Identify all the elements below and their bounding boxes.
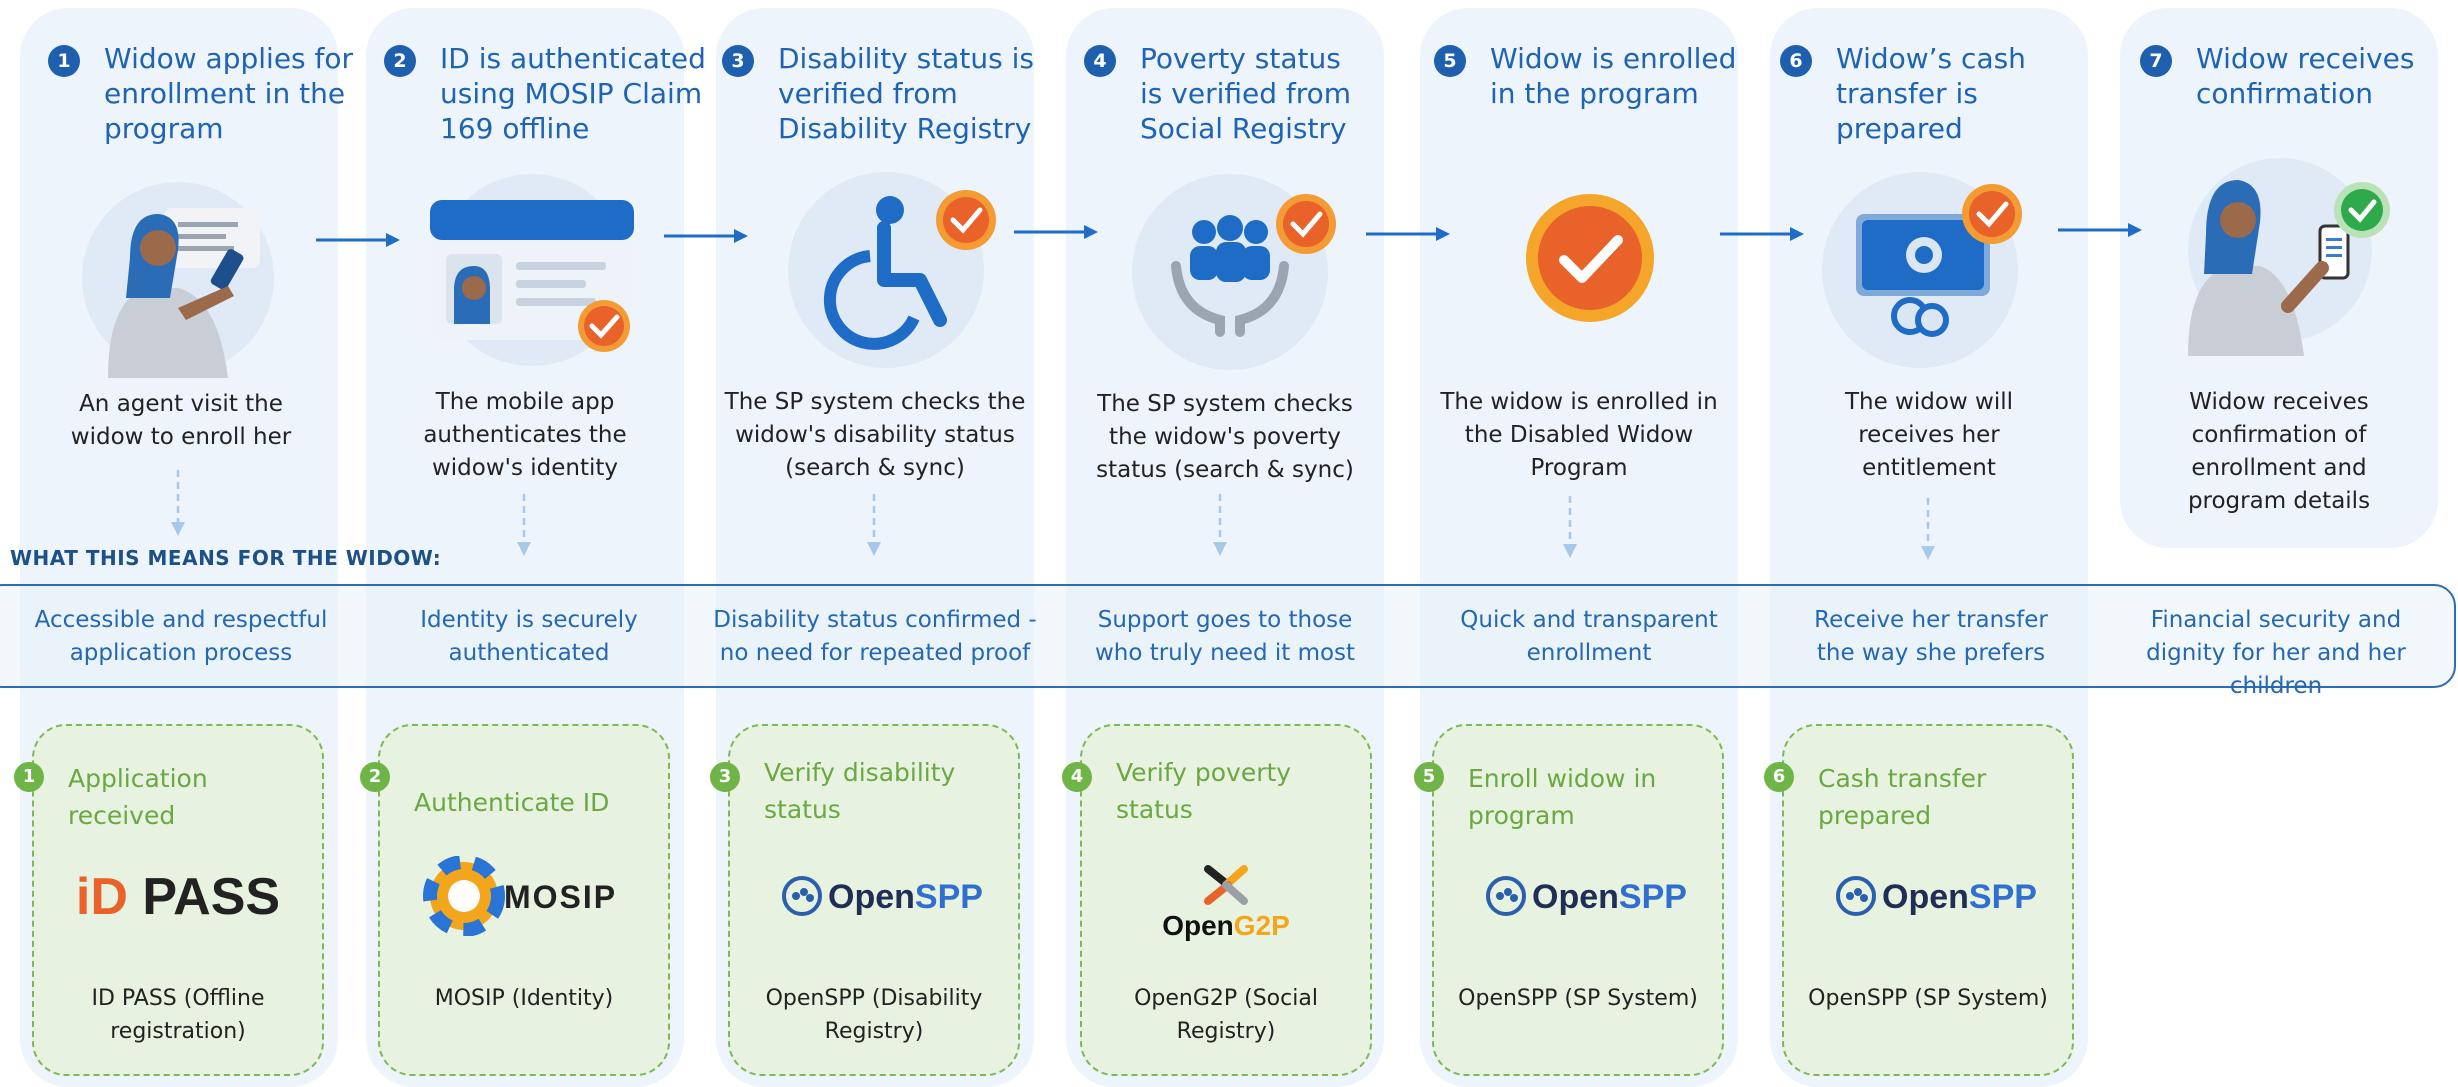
dashed-down-arrow xyxy=(867,494,881,556)
flow-arrow xyxy=(1366,227,1450,241)
idpass-logo: iD PASS xyxy=(76,868,280,926)
mosip-logo: MOSIP xyxy=(423,856,617,936)
system-number: 6 xyxy=(1764,762,1794,792)
step-description: An agent visit the widow to enroll her xyxy=(70,391,292,450)
step-description: The widow is enrolled in the Disabled Wi… xyxy=(1440,389,1718,481)
step-title: ID is authenticated using MOSIP Claim 16… xyxy=(440,42,706,145)
step-number: 2 xyxy=(384,45,416,77)
system-name: OpenG2P (Social Registry) xyxy=(1134,986,1318,1044)
step-description: The mobile app authenticates the widow's… xyxy=(423,389,627,481)
system-title: Application received xyxy=(68,764,208,830)
svg-text:MOSIP: MOSIP xyxy=(504,879,617,915)
system-number: 5 xyxy=(1414,762,1444,792)
system-title: Verify disability status xyxy=(764,758,956,824)
step-title: Widow’s cash transfer is prepared xyxy=(1836,42,2026,145)
step-number: 7 xyxy=(2140,45,2172,77)
wheelchair-check-icon xyxy=(788,172,996,368)
step-number: 4 xyxy=(1084,45,1116,77)
dashed-down-arrow xyxy=(1921,498,1935,560)
cash-coins-check-icon xyxy=(1822,172,2022,368)
flow-arrow xyxy=(664,229,748,243)
step-number: 1 xyxy=(48,45,80,77)
flow-arrow xyxy=(1014,225,1098,239)
step-title: Poverty status is verified from Social R… xyxy=(1140,42,1352,145)
system-title: Verify poverty status xyxy=(1116,758,1292,824)
step-number: 5 xyxy=(1434,45,1466,77)
check-badge-icon xyxy=(1526,194,1654,322)
people-hands-check-icon xyxy=(1132,174,1336,370)
system-box: 4 Verify poverty status OpenG2P OpenG2P … xyxy=(1062,724,1372,1076)
id-card-check-icon xyxy=(430,174,634,366)
dashed-down-arrow xyxy=(1563,496,1577,558)
dashed-down-arrow xyxy=(517,494,531,556)
system-title: Cash transfer prepared xyxy=(1818,764,1987,830)
step-description: The SP system checks the widow's disabil… xyxy=(724,389,1026,481)
widow-with-tablet-icon xyxy=(82,182,274,378)
system-name: ID PASS (Offline registration) xyxy=(91,986,265,1044)
svg-text:iD PASS: iD PASS xyxy=(76,868,280,926)
benefit-text: Accessible and respectful application pr… xyxy=(34,607,328,666)
system-name: OpenSPP (SP System) xyxy=(1458,986,1698,1011)
dashed-down-arrow xyxy=(171,470,185,536)
openspp-logo: OpenSPP xyxy=(782,876,983,916)
svg-text:OpenSPP: OpenSPP xyxy=(828,878,983,916)
step-number: 6 xyxy=(1780,45,1812,77)
benefit-text: Receive her transfer the way she prefers xyxy=(1814,607,2048,666)
system-box: 1 Application received iD PASS ID PASS (… xyxy=(14,724,324,1076)
system-name: OpenSPP (Disability Registry) xyxy=(765,986,983,1044)
system-name: OpenSPP (SP System) xyxy=(1808,986,2048,1011)
benefit-text: Disability status confirmed - no need fo… xyxy=(713,607,1037,666)
openspp-logo: OpenSPP xyxy=(1836,876,2037,916)
step-title: Widow applies for enrollment in the prog… xyxy=(104,42,354,145)
system-title: Authenticate ID xyxy=(414,788,610,817)
system-box: 6 Cash transfer prepared OpenSPP OpenSPP… xyxy=(1764,724,2074,1076)
flow-arrow xyxy=(316,233,400,247)
openspp-logo: OpenSPP xyxy=(1486,876,1687,916)
benefit-text: Support goes to those who truly need it … xyxy=(1094,607,1356,666)
system-number: 4 xyxy=(1062,762,1092,792)
system-box: 2 Authenticate ID MOSIP MOSIP (Identity) xyxy=(360,724,670,1076)
band-title: WHAT THIS MEANS FOR THE WIDOW: xyxy=(10,546,442,570)
system-name: MOSIP (Identity) xyxy=(434,986,614,1011)
svg-text:OpenSPP: OpenSPP xyxy=(1532,878,1687,916)
system-title: Enroll widow in program xyxy=(1468,764,1657,830)
openg2p-logo: OpenG2P xyxy=(1162,865,1290,941)
step-description: The widow will receives her entitlement xyxy=(1844,389,2014,481)
flow-arrow xyxy=(2058,223,2142,237)
system-box: 3 Verify disability status OpenSPP OpenS… xyxy=(710,724,1020,1076)
benefits-band xyxy=(0,584,2456,688)
svg-text:OpenSPP: OpenSPP xyxy=(1882,878,2037,916)
benefit-text: Quick and transparent enrollment xyxy=(1460,607,1718,666)
dashed-down-arrow xyxy=(1213,494,1227,556)
step-title: Widow receives confirmation xyxy=(2196,42,2415,110)
benefit-text: Financial security and dignity for her a… xyxy=(2146,607,2406,699)
step-title: Widow is enrolled in the program xyxy=(1490,42,1737,110)
step-description: The SP system checks the widow's poverty… xyxy=(1096,391,1354,483)
system-number: 3 xyxy=(710,762,740,792)
system-box: 5 Enroll widow in program OpenSPP OpenSP… xyxy=(1414,724,1724,1076)
svg-text:OpenG2P: OpenG2P xyxy=(1162,910,1290,941)
widow-phone-check-icon xyxy=(2188,158,2390,356)
system-number: 2 xyxy=(360,762,390,792)
flow-arrow xyxy=(1720,227,1804,241)
benefit-text: Identity is securely authenticated xyxy=(420,607,638,666)
step-description: Widow receives confirmation of enrollmen… xyxy=(2187,389,2371,514)
step-title: Disability status is verified from Disab… xyxy=(778,42,1034,145)
step-number: 3 xyxy=(722,45,754,77)
system-number: 1 xyxy=(14,762,44,792)
